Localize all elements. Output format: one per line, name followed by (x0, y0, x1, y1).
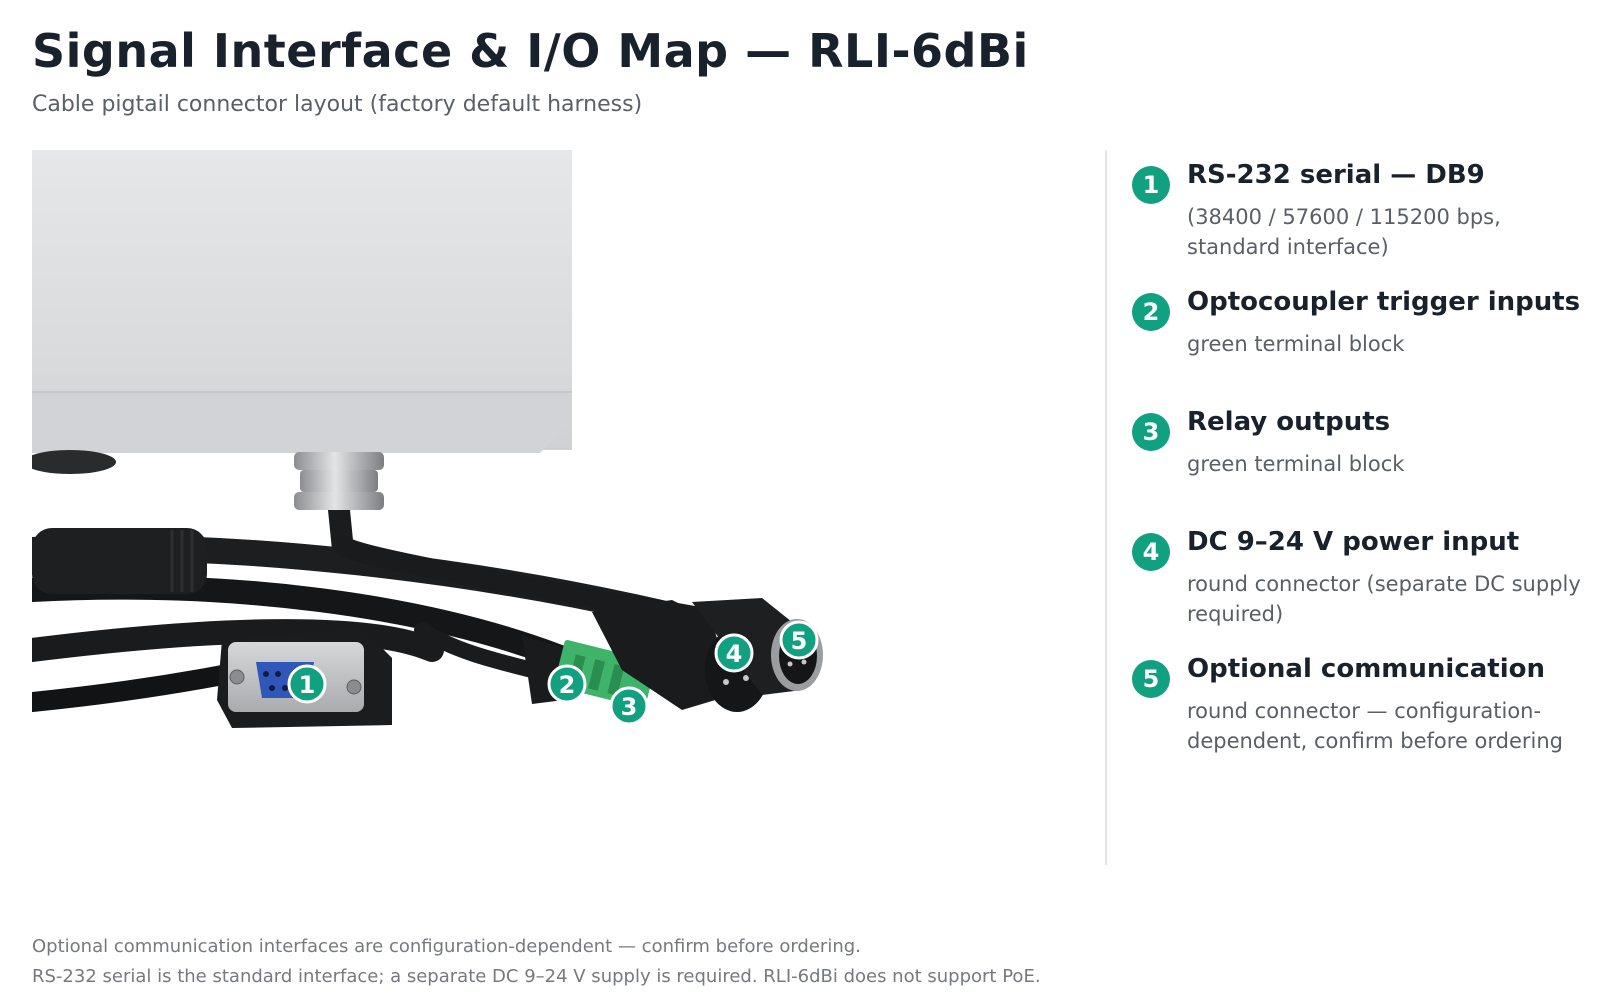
callout-4: 4 (714, 633, 754, 673)
legend-badge-3: 3 (1132, 413, 1170, 451)
legend-badge-4: 4 (1132, 533, 1170, 571)
callout-5-label: 5 (791, 627, 808, 655)
legend-title-3: Relay outputs (1187, 407, 1391, 437)
enclosure (32, 150, 572, 474)
callout-5: 5 (779, 620, 819, 660)
legend-badge-2: 2 (1132, 293, 1170, 331)
legend-desc-2: green terminal block (1187, 332, 1405, 356)
legend-desc-4: round connector (separate DC supply requ… (1187, 572, 1581, 626)
legend-title-1: RS-232 serial — DB9 (1187, 160, 1485, 190)
legend-title-2: Optocoupler trigger inputs (1187, 287, 1581, 317)
page-subtitle: Cable pigtail connector layout (factory … (32, 92, 643, 117)
ferrite-bead (32, 528, 207, 594)
page-title: Signal Interface & I/O Map — RLI-6dBi (32, 24, 1029, 78)
legend-desc-3: green terminal block (1187, 452, 1405, 476)
callout-1: 1 (287, 664, 327, 704)
callout-3-label: 3 (621, 693, 638, 721)
legend-desc-1: (38400 / 57600 / 115200 bps, standard in… (1187, 205, 1501, 259)
cable-gland (294, 452, 384, 550)
footnote-1: Optional communication interfaces are co… (32, 936, 861, 957)
footnote-2: RS-232 serial is the standard interface;… (32, 966, 1041, 987)
callout-3: 3 (609, 686, 649, 726)
legend-badge-1: 1 (1132, 166, 1170, 204)
legend-title-4: DC 9–24 V power input (1187, 527, 1520, 557)
callout-1-label: 1 (299, 671, 316, 699)
callout-2-label: 2 (559, 671, 576, 699)
legend-desc-5: round connector — configuration-dependen… (1187, 699, 1564, 753)
connector-harness-photo: 1 2 3 4 5 (32, 150, 823, 728)
divider (1105, 150, 1107, 865)
legend-title-5: Optional communication (1187, 654, 1545, 684)
legend-badge-5: 5 (1132, 660, 1170, 698)
callout-4-label: 4 (726, 640, 743, 668)
callout-2: 2 (547, 664, 587, 704)
